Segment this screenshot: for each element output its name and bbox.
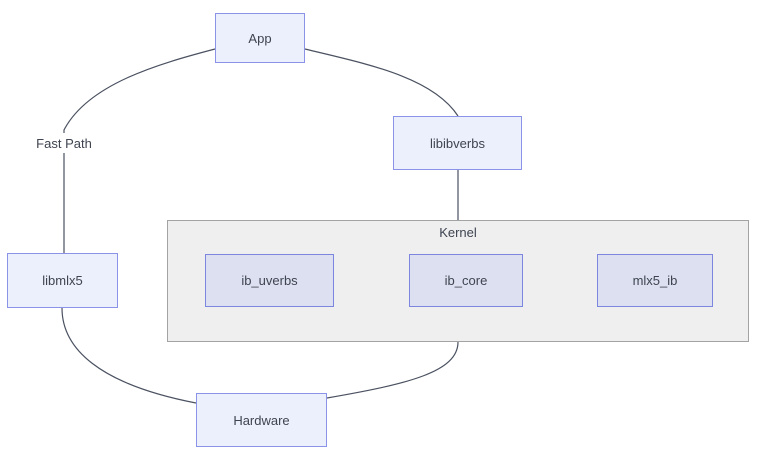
node-mlx5-ib: mlx5_ib xyxy=(597,254,713,307)
node-ib-uverbs: ib_uverbs xyxy=(205,254,334,307)
node-hardware: Hardware xyxy=(196,393,327,447)
edge-app-libmlx5 xyxy=(63,48,216,253)
node-app: App xyxy=(215,13,305,63)
kernel-container-label: Kernel xyxy=(439,225,477,240)
edge-libmlx5-hardware xyxy=(61,307,197,404)
node-ib-core: ib_core xyxy=(409,254,523,307)
node-libibverbs: libibverbs xyxy=(393,116,522,170)
node-libmlx5: libmlx5 xyxy=(7,253,118,308)
edge-label-fast-path: Fast Path xyxy=(26,133,102,153)
edge-kernel-hardware xyxy=(326,341,459,399)
edge-app-libibverbs xyxy=(304,48,459,117)
